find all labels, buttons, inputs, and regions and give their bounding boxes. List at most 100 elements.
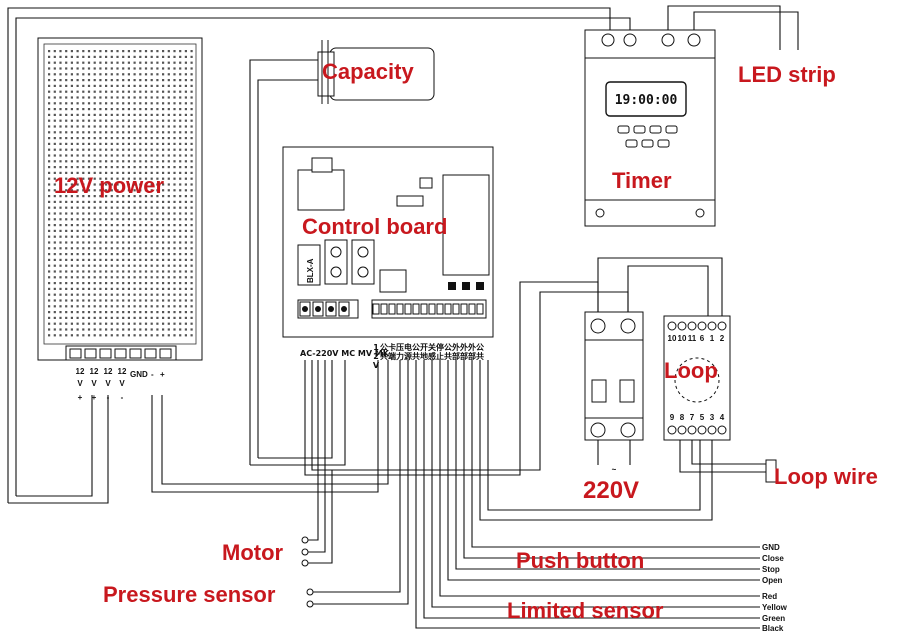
psu-vent-hole: [93, 55, 96, 58]
psu-vent-hole: [162, 334, 165, 337]
psu-vent-hole: [59, 282, 62, 285]
psu-vent-hole: [93, 90, 96, 93]
psu-vent-hole: [93, 142, 96, 145]
psu-vent-hole: [82, 84, 85, 87]
psu-vent-hole: [70, 241, 73, 244]
psu-vent-hole: [59, 177, 62, 180]
psu-vent-hole: [122, 125, 125, 128]
psu-vent-hole: [156, 235, 159, 238]
psu-vent-hole: [99, 171, 102, 174]
psu-vent-hole: [133, 305, 136, 308]
psu-vent-hole: [59, 206, 62, 209]
psu-vent-hole: [65, 148, 68, 151]
psu-vent-hole: [116, 224, 119, 227]
psu-vent-hole: [127, 247, 130, 250]
psu-vent-hole: [59, 264, 62, 267]
psu-vent-hole: [156, 119, 159, 122]
psu-vent-hole: [167, 282, 170, 285]
psu-vent-hole: [48, 160, 51, 163]
psu-vent-hole: [65, 160, 68, 163]
psu-vent-hole: [59, 73, 62, 76]
psu-vent-hole: [87, 258, 91, 261]
psu-vent-hole: [173, 189, 176, 192]
psu-vent-hole: [122, 258, 125, 261]
psu-vent-hole: [156, 108, 159, 111]
psu-vent-hole: [139, 79, 142, 82]
board-right-terminal-label: 外部: [452, 342, 460, 361]
psu-vent-hole: [179, 270, 182, 273]
psu-vent-hole: [105, 131, 108, 134]
psu-vent-hole: [184, 276, 187, 279]
psu-vent-hole: [139, 212, 142, 215]
psu-terminal-screw: [84, 348, 97, 359]
psu-vent-hole: [184, 311, 187, 314]
psu-vent-hole: [76, 218, 79, 221]
psu-vent-hole: [110, 218, 113, 221]
psu-vent-hole: [184, 50, 187, 53]
psu-vent-hole: [122, 50, 125, 53]
loop-pin-label: 6: [700, 334, 705, 343]
board-relay-1-coil: [330, 246, 342, 258]
psu-vent-hole: [87, 55, 91, 58]
psu-vent-hole: [150, 125, 153, 128]
psu-vent-hole: [76, 212, 79, 215]
psu-vent-hole: [184, 171, 187, 174]
psu-vent-hole: [93, 84, 96, 87]
loop-pin: [677, 321, 687, 331]
psu-vent-hole: [122, 183, 125, 186]
timer-button: [633, 125, 646, 134]
psu-vent-hole: [179, 102, 182, 105]
psu-vent-hole: [156, 113, 159, 116]
board-terminal-screw-head: [302, 306, 308, 312]
psu-vent-hole: [167, 287, 170, 290]
psu-vent-hole: [167, 247, 170, 250]
psu-vent-hole: [105, 287, 108, 290]
psu-vent-hole: [156, 276, 159, 279]
psu-vent-hole: [59, 79, 62, 82]
psu-vent-hole: [179, 119, 182, 122]
psu-vent-hole: [122, 108, 125, 111]
psu-vent-hole: [82, 258, 85, 261]
psu-vent-hole: [110, 177, 113, 180]
psu-vent-hole: [53, 183, 56, 186]
psu-vent-hole: [122, 253, 125, 256]
psu-vent-hole: [162, 212, 165, 215]
push-button-wire-label: Close: [762, 554, 784, 563]
psu-vent-hole: [127, 154, 130, 157]
psu-vent-hole: [122, 241, 125, 244]
psu-vent-hole: [173, 200, 176, 203]
psu-vent-hole: [144, 177, 148, 180]
board-button-2: [462, 282, 470, 290]
psu-vent-hole: [156, 305, 159, 308]
psu-vent-hole: [65, 299, 68, 302]
psu-vent-hole: [105, 113, 108, 116]
psu-vent-hole: [167, 108, 170, 111]
board-right-terminal-label: 外部: [468, 342, 476, 361]
psu-vent-hole: [48, 55, 51, 58]
psu-vent-hole: [53, 195, 56, 198]
psu-vent-hole: [116, 305, 119, 308]
label-pressure-sensor: Pressure sensor: [103, 582, 276, 607]
psu-vent-hole: [150, 299, 153, 302]
psu-vent-hole: [173, 218, 176, 221]
psu-vent-hole: [87, 305, 91, 308]
psu-vent-hole: [93, 113, 96, 116]
psu-vent-hole: [99, 206, 102, 209]
board-terminal-screw-head: [341, 306, 347, 312]
loop-pin: [717, 321, 727, 331]
psu-vent-hole: [162, 79, 165, 82]
psu-vent-hole: [65, 171, 68, 174]
psu-vent-hole: [190, 183, 193, 186]
psu-vent-hole: [133, 206, 136, 209]
psu-vent-hole: [127, 287, 130, 290]
psu-vent-hole: [99, 264, 102, 267]
psu-vent-hole: [122, 224, 125, 227]
psu-vent-hole: [65, 102, 68, 105]
motor-dot-2: [301, 548, 309, 556]
psu-vent-hole: [82, 90, 85, 93]
timer-button: [625, 139, 638, 148]
psu-vent-hole: [156, 241, 159, 244]
board-right-terminal-label: 公共: [380, 343, 388, 361]
psu-vent-hole: [76, 328, 79, 331]
